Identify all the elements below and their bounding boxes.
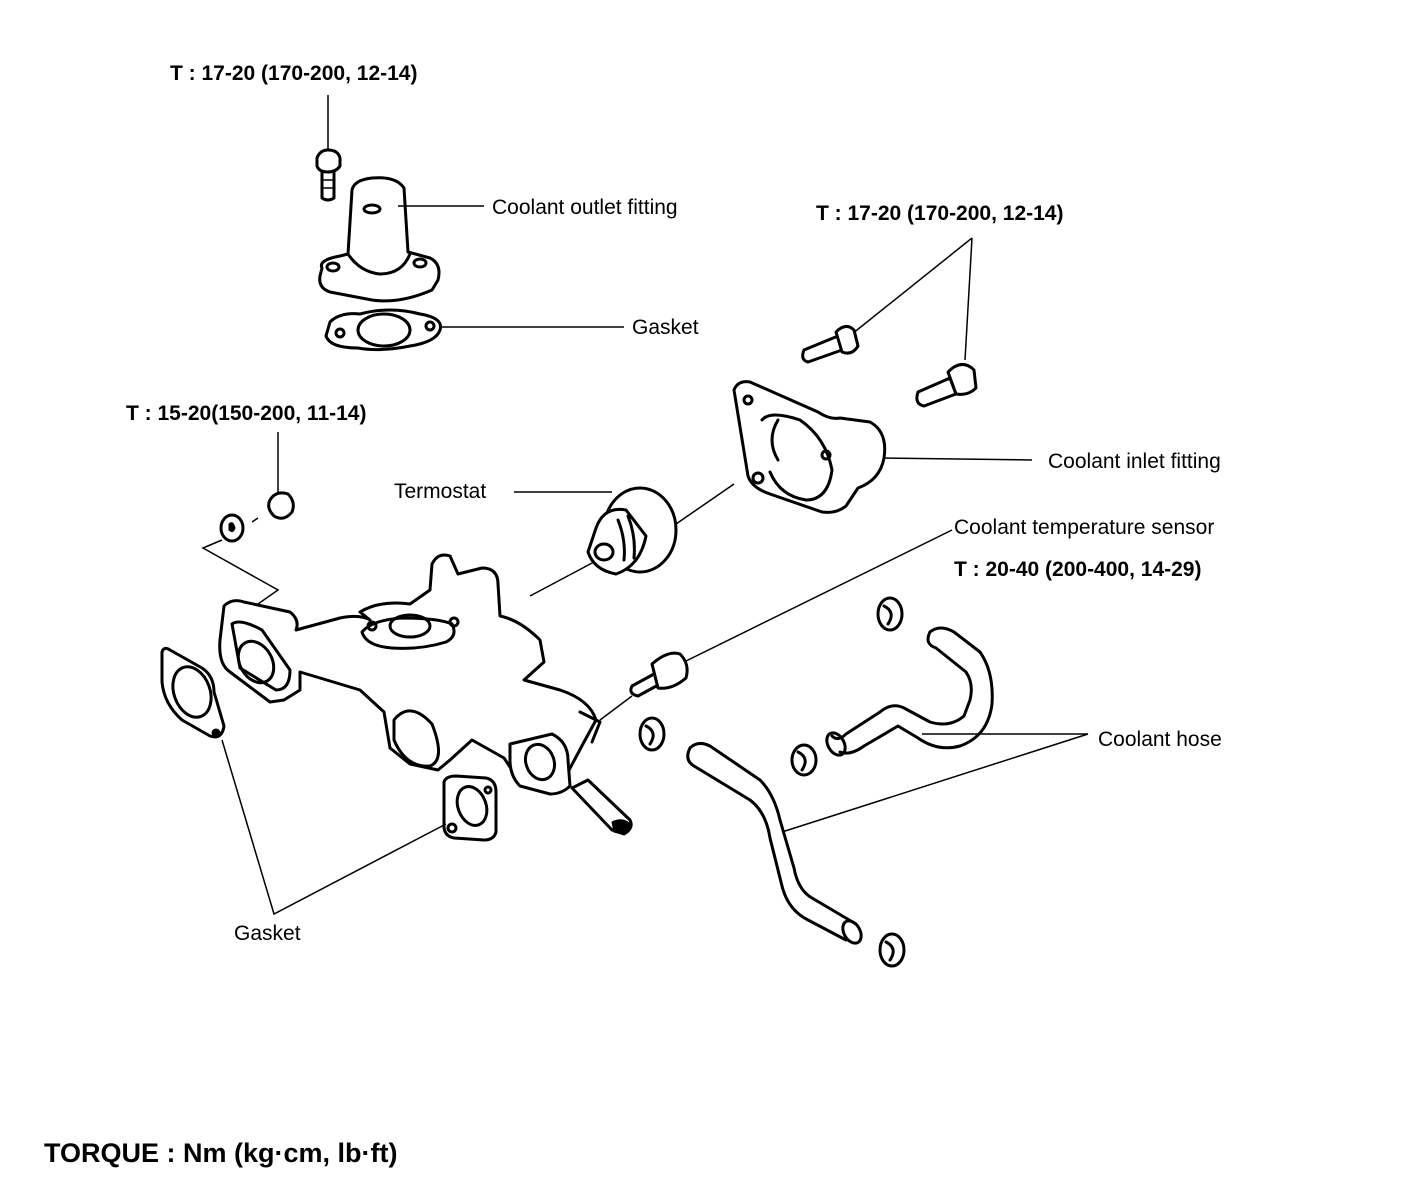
torque-units-legend: TORQUE : Nm (kg·cm, lb·ft) xyxy=(44,1138,398,1168)
hose-clamp-4 xyxy=(878,932,906,968)
thermostat-housing-manifold xyxy=(218,553,633,836)
label-gasket-lower: Gasket xyxy=(234,922,301,945)
hose-clamp-2 xyxy=(638,716,666,752)
outlet-gasket xyxy=(324,308,624,352)
hose-clamps xyxy=(638,596,906,968)
inlet-bolt-2 xyxy=(915,363,978,408)
label-coolant-temperature-sensor: Coolant temperature sensor xyxy=(954,516,1215,539)
lower-gaskets xyxy=(160,646,498,916)
housing-nut-and-washer xyxy=(201,432,295,605)
label-thermostat: Termostat xyxy=(394,480,487,503)
label-coolant-outlet-fitting: Coolant outlet fitting xyxy=(492,196,678,219)
inlet-fitting-bolts xyxy=(801,237,978,408)
torque-label-sensor: T : 20-40 (200-400, 14-29) xyxy=(954,558,1202,581)
torque-label-housing-nut: T : 15-20(150-200, 11-14) xyxy=(126,402,367,425)
torque-label-outlet-bolt: T : 17-20 (170-200, 12-14) xyxy=(170,62,418,85)
label-coolant-hose: Coolant hose xyxy=(1098,728,1222,751)
thermostat xyxy=(514,483,735,597)
inlet-bolt-1 xyxy=(801,325,860,364)
outlet-fitting-bolt xyxy=(315,95,342,202)
label-gasket-upper: Gasket xyxy=(632,316,699,339)
torque-label-inlet-bolts: T : 17-20 (170-200, 12-14) xyxy=(816,202,1064,225)
coolant-outlet-fitting xyxy=(318,176,484,303)
hose-clamp-3 xyxy=(790,743,818,777)
label-coolant-inlet-fitting: Coolant inlet fitting xyxy=(1048,450,1221,473)
coolant-hoses xyxy=(686,626,1089,945)
coolant-inlet-fitting xyxy=(732,380,1033,514)
hose-clamp-1 xyxy=(876,596,904,632)
coolant-temperature-sensor xyxy=(599,529,953,721)
